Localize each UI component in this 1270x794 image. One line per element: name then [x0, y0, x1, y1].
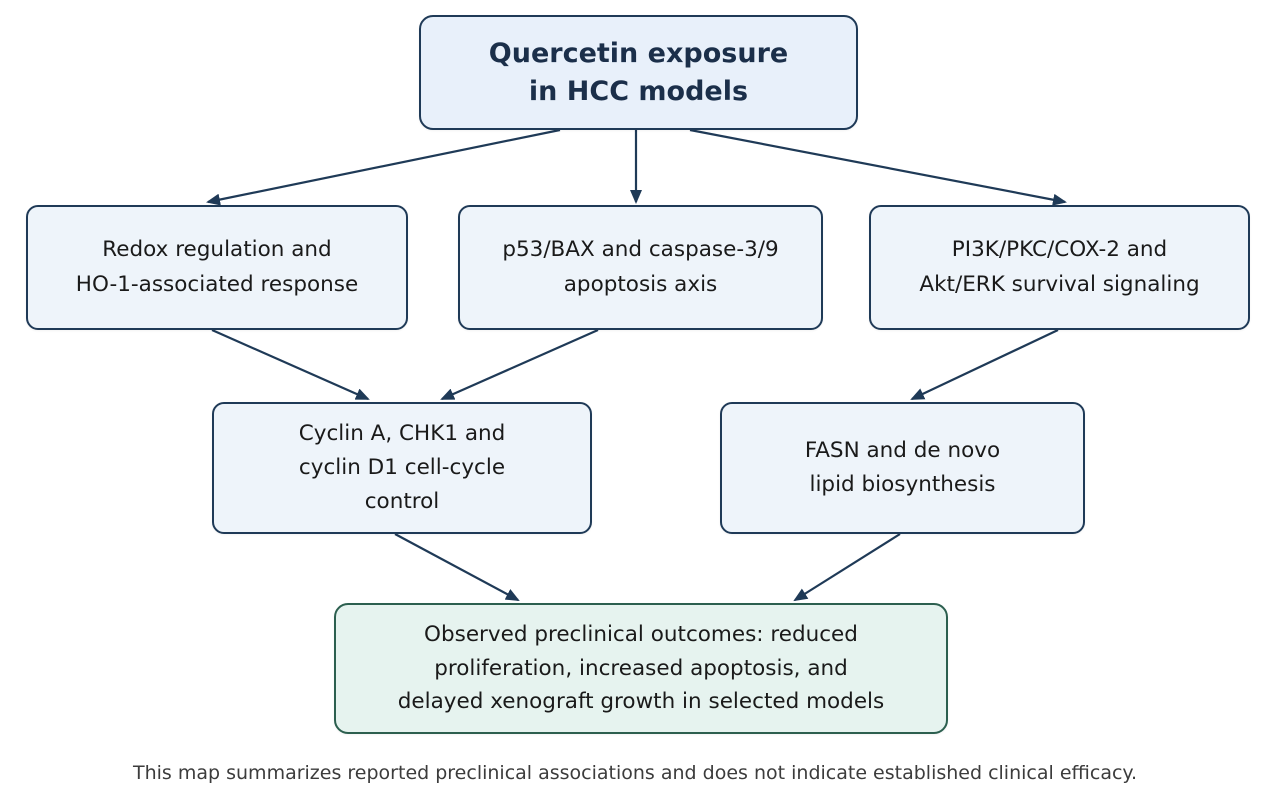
- node-apoptosis-axis: p53/BAX and caspase-3/9 apoptosis axis: [458, 205, 823, 330]
- arrow-lipid-to-outcome: [793, 533, 901, 602]
- node-redox-regulation: Redox regulation and HO-1-associated res…: [26, 205, 408, 330]
- node-lipid-biosynthesis: FASN and de novo lipid biosynthesis: [720, 402, 1085, 534]
- arrow-cell-cycle-to-outcome: [394, 533, 520, 601]
- node-observed-outcomes: Observed preclinical outcomes: reduced p…: [334, 603, 948, 734]
- node-survival-signaling: PI3K/PKC/COX-2 and Akt/ERK survival sign…: [869, 205, 1250, 330]
- arrow-root-to-survival-signaling: [689, 128, 1067, 206]
- arrow-apoptosis-axis-to-cell-cycle: [440, 328, 599, 401]
- arrow-root-to-redox: [206, 128, 561, 206]
- root-node-quercetin-exposure: Quercetin exposure in HCC models: [419, 15, 858, 130]
- node-cell-cycle-control: Cyclin A, CHK1 and cyclin D1 cell-cycle …: [212, 402, 592, 534]
- footnote-disclaimer: This map summarizes reported preclinical…: [133, 762, 1137, 784]
- arrow-redox-to-cell-cycle: [211, 328, 370, 401]
- arrow-survival-signaling-to-lipid: [910, 329, 1059, 400]
